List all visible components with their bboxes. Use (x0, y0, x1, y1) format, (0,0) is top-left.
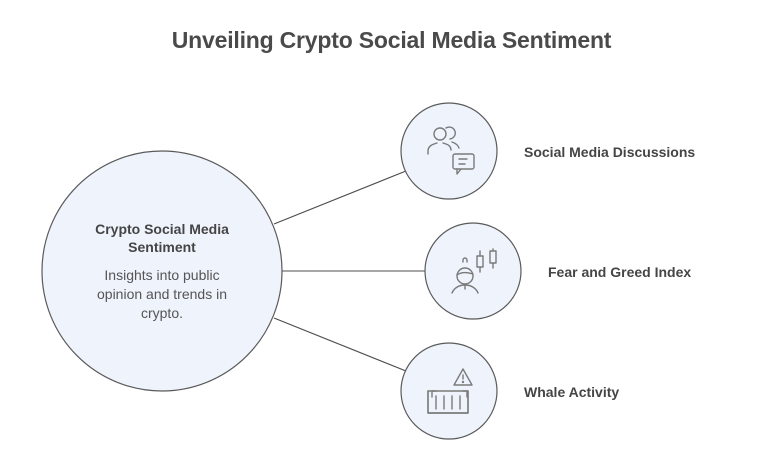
container-warning-icon (427, 368, 473, 414)
center-node-description: Insights into public opinion and trends … (72, 266, 252, 323)
center-desc-line: crypto. (140, 305, 183, 321)
center-node-title: Crypto Social Media Sentiment (72, 220, 252, 256)
center-title-line: Sentiment (128, 239, 196, 255)
users-chat-icon (427, 126, 475, 175)
center-desc-line: Insights into public (104, 267, 220, 283)
connector-whale (273, 317, 407, 372)
node-label-whale-activity: Whale Activity (524, 384, 620, 400)
center-node-text: Crypto Social Media Sentiment Insights i… (72, 220, 252, 323)
node-label-fear-and-greed-index: Fear and Greed Index (548, 264, 692, 280)
connector-social (273, 170, 407, 225)
center-circle (41, 150, 283, 392)
node-label-social-media-discussions: Social Media Discussions (524, 144, 696, 160)
trader-candlestick-icon (451, 248, 497, 294)
center-desc-line: opinion and trends in (97, 286, 227, 302)
node-circle-social (400, 102, 498, 200)
node-circle-fear-greed (424, 222, 522, 320)
diagram-title: Unveiling Crypto Social Media Sentiment (171, 27, 612, 53)
center-title-line: Crypto Social Media (95, 221, 229, 237)
